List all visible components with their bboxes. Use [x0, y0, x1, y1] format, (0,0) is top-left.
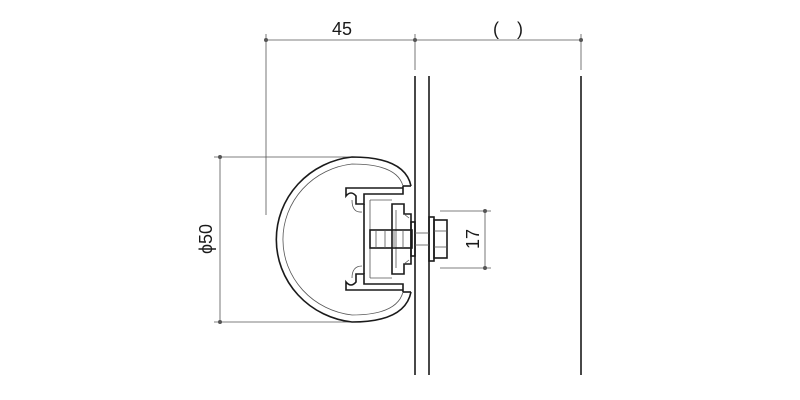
bolt-height-label: 17 [463, 229, 483, 249]
bolt-height-dimension-line [440, 209, 491, 270]
width-dimension-label: 45 [332, 19, 352, 39]
diameter-dimension-line [214, 155, 352, 324]
diameter-dimension-label: ϕ50 [196, 224, 216, 254]
inner-channel [345, 186, 404, 292]
wall-thickness-label: ( ) [493, 19, 523, 39]
bolt-assembly [369, 216, 448, 262]
mount-bracket [391, 203, 412, 275]
wall-panel [414, 76, 582, 375]
handrail-profile [275, 156, 412, 323]
top-dimension-line [264, 34, 583, 215]
